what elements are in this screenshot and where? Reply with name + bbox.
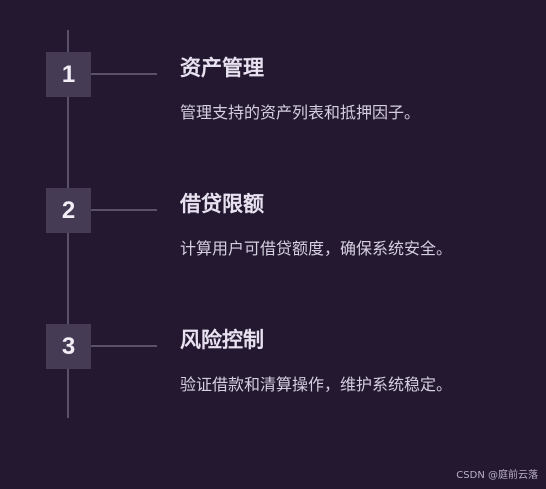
step-connector — [91, 345, 157, 347]
step-number-box: 1 — [46, 52, 91, 97]
step-connector — [91, 209, 157, 211]
step-number-box: 2 — [46, 188, 91, 233]
step-title: 资产管理 — [180, 56, 264, 80]
step-title: 借贷限额 — [180, 192, 264, 216]
step-connector — [91, 73, 157, 75]
step-description: 管理支持的资产列表和抵押因子。 — [180, 103, 421, 122]
step-3: 3 风险控制 验证借款和清算操作，维护系统稳定。 — [0, 324, 546, 404]
watermark: CSDN @庭前云落 — [456, 470, 538, 481]
step-title: 风险控制 — [180, 328, 264, 352]
step-number-box: 3 — [46, 324, 91, 369]
step-2: 2 借贷限额 计算用户可借贷额度，确保系统安全。 — [0, 188, 546, 268]
step-description: 验证借款和清算操作，维护系统稳定。 — [180, 375, 453, 394]
step-description: 计算用户可借贷额度，确保系统安全。 — [180, 239, 453, 258]
step-1: 1 资产管理 管理支持的资产列表和抵押因子。 — [0, 52, 546, 132]
